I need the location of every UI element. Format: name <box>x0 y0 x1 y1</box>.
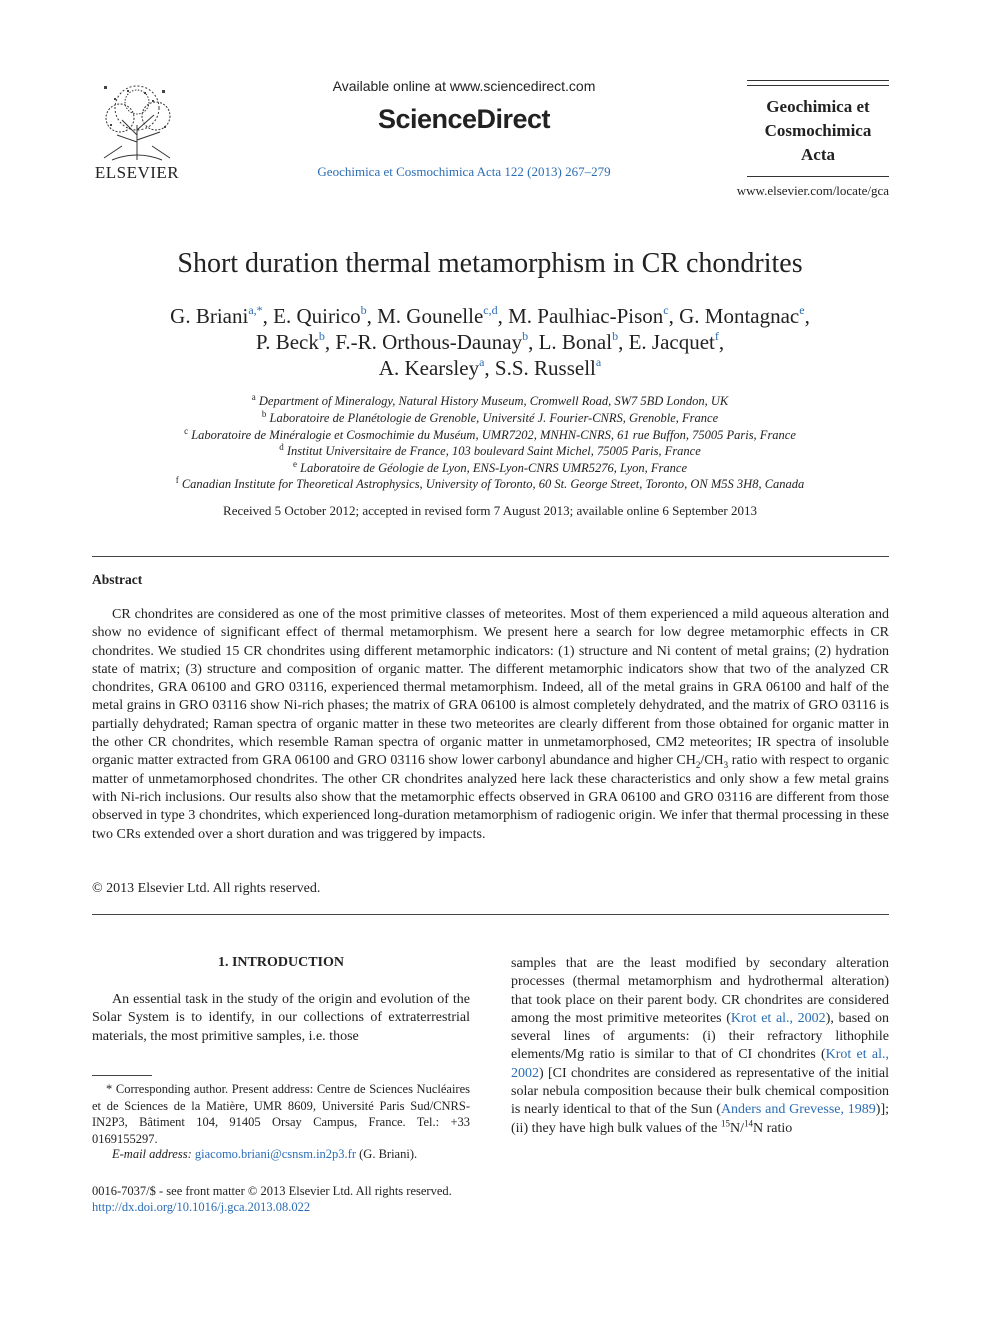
author[interactable]: G. Briani <box>170 304 249 328</box>
intro-paragraph-right: samples that are the least modified by s… <box>511 955 889 1138</box>
affiliation: c Laboratoire de Minéralogie et Cosmochi… <box>60 427 920 443</box>
copyright-note: © 2013 Elsevier Ltd. All rights reserved… <box>92 881 321 896</box>
affiliation-label: b <box>261 409 267 419</box>
citation-link[interactable]: Krot et al., 2002 <box>511 1047 890 1081</box>
affiliation-label: c <box>184 426 189 436</box>
email-footnote: E-mail address: giacomo.briani@csnsm.in2… <box>92 1147 470 1162</box>
author[interactable]: L. Bonal <box>538 330 613 354</box>
abstract-text: /CH <box>700 753 724 769</box>
author[interactable]: A. Kearsley <box>378 356 480 380</box>
author-sep: , <box>804 304 810 328</box>
body-text: N ratio <box>752 1120 793 1136</box>
sciencedirect-logo[interactable]: ScienceDirect <box>377 104 551 134</box>
author[interactable]: F.-R. Orthous-Daunay <box>335 330 523 354</box>
abstract-heading: Abstract <box>92 572 143 587</box>
affiliation-text: Institut Universitaire de France, 103 bo… <box>286 444 701 458</box>
author[interactable]: E. Quirico <box>273 304 361 328</box>
journal-title-line: Geochimica et <box>766 97 870 116</box>
corresponding-author-footnote: * Corresponding author. Present address:… <box>92 1082 470 1146</box>
author-sep: , <box>528 330 539 354</box>
author-affil-ref[interactable]: c,d <box>483 303 498 317</box>
author[interactable]: M. Paulhiac-Pison <box>508 304 664 328</box>
affiliation: b Laboratoire de Planétologie de Grenobl… <box>60 410 920 426</box>
journal-title-line: Acta <box>801 145 835 164</box>
abstract-text: ratio with respect to organic matter of … <box>92 753 890 842</box>
journal-title: Geochimica et Cosmochimica Acta <box>747 95 889 167</box>
author-sep: , <box>718 330 725 354</box>
affiliation-label: f <box>175 475 179 485</box>
author-sep: , <box>324 330 336 354</box>
author-affil-ref[interactable]: b <box>360 303 367 317</box>
author-affil-ref[interactable]: e <box>799 303 805 317</box>
author-sep: , <box>262 304 274 328</box>
journal-title-line: Cosmochimica <box>764 121 872 140</box>
journal-title-rule-bottom <box>747 176 889 177</box>
citation-link[interactable]: Krot et al., 2002 <box>730 1010 826 1026</box>
affiliation-text: Laboratoire de Géologie de Lyon, ENS-Lyo… <box>300 461 688 475</box>
affiliation-label: d <box>279 442 284 452</box>
author-affil-ref[interactable]: f <box>714 329 719 343</box>
author[interactable]: M. Gounelle <box>377 304 484 328</box>
section-heading: 1. INTRODUCTION <box>217 955 344 970</box>
author[interactable]: S.S. Russell <box>494 356 596 380</box>
abstract-text: CR chondrites are considered as one of t… <box>92 607 889 769</box>
body-text: ), based on several lines of arguments: … <box>511 1010 889 1063</box>
body-text: N/ <box>729 1120 744 1136</box>
body-text: ) [CI chondrites are considered as repre… <box>511 1065 889 1118</box>
issn-line: 0016-7037/$ - see front matter © 2013 El… <box>92 1184 452 1198</box>
journal-url[interactable]: www.elsevier.com/locate/gca <box>736 183 889 198</box>
email-link[interactable]: giacomo.briani@csnsm.in2p3.fr <box>194 1147 357 1161</box>
elsevier-tree-logo <box>92 80 182 162</box>
subscript: 3 <box>723 760 729 771</box>
body-text: )]; (ii) they have high bulk values of t… <box>511 1102 889 1136</box>
email-suffix: (G. Briani). <box>356 1147 418 1161</box>
body-text: samples that are the least modified by s… <box>511 956 889 1026</box>
author-affil-ref[interactable]: c <box>663 303 669 317</box>
author-affil-ref[interactable]: a,* <box>248 303 263 317</box>
author-affil-ref[interactable]: b <box>612 329 619 343</box>
affiliation: d Institut Universitaire de France, 103 … <box>60 443 920 459</box>
affiliation-text: Department of Mineralogy, Natural Histor… <box>258 394 729 408</box>
journal-citation-link[interactable]: Geochimica et Cosmochimica Acta 122 (201… <box>317 164 611 179</box>
affiliation: a Department of Mineralogy, Natural Hist… <box>60 393 920 409</box>
affiliation-text: Canadian Institute for Theoretical Astro… <box>181 477 805 491</box>
author-line: G. Briania,*, E. Quiricob, M. Gounellec,… <box>60 303 920 329</box>
abstract-rule-top <box>92 556 889 557</box>
abstract-body: CR chondrites are considered as one of t… <box>92 606 889 844</box>
publisher-wordmark: ELSEVIER <box>94 163 180 182</box>
footnote-rule <box>92 1075 152 1076</box>
author-sep: , <box>668 304 680 328</box>
journal-title-rule-top <box>747 80 889 86</box>
author-sep: , <box>497 304 509 328</box>
affiliation-label: e <box>292 459 297 469</box>
author[interactable]: P. Beck <box>255 330 319 354</box>
affiliation: f Canadian Institute for Theoretical Ast… <box>60 476 920 492</box>
doi-link[interactable]: http://dx.doi.org/10.1016/j.gca.2013.08.… <box>92 1200 311 1214</box>
author-sep: , <box>618 330 629 354</box>
affiliation: e Laboratoire de Géologie de Lyon, ENS-L… <box>60 460 920 476</box>
abstract-rule-bottom <box>92 914 889 915</box>
intro-paragraph-left: An essential task in the study of the or… <box>92 992 470 1044</box>
author-affil-ref[interactable]: a <box>595 355 602 369</box>
email-label: E-mail address: <box>112 1147 192 1161</box>
article-title: Short duration thermal metamorphism in C… <box>177 248 803 279</box>
author-sep: , <box>484 356 495 380</box>
author[interactable]: E. Jacquet <box>628 330 715 354</box>
available-online-note: Available online at www.sciencedirect.co… <box>332 78 596 94</box>
author-affil-ref[interactable]: b <box>522 329 529 343</box>
subscript: 2 <box>695 760 701 771</box>
author-affil-ref[interactable]: b <box>318 329 325 343</box>
affiliation-text: Laboratoire de Planétologie de Grenoble,… <box>269 411 719 425</box>
article-dates: Received 5 October 2012; accepted in rev… <box>223 503 757 518</box>
author-line: A. Kearsleya, S.S. Russella <box>60 355 920 381</box>
citation-link[interactable]: Anders and Grevesse, 1989 <box>720 1102 876 1118</box>
author-affil-ref[interactable]: a <box>479 355 485 369</box>
affiliation-label: a <box>251 392 256 402</box>
superscript: 14 <box>743 1118 753 1129</box>
author[interactable]: G. Montagnac <box>679 304 800 328</box>
superscript: 15 <box>720 1118 730 1129</box>
author-line: P. Beckb, F.-R. Orthous-Daunayb, L. Bona… <box>60 329 920 355</box>
affiliation-text: Laboratoire de Minéralogie et Cosmochimi… <box>191 428 796 442</box>
author-sep: , <box>366 304 378 328</box>
